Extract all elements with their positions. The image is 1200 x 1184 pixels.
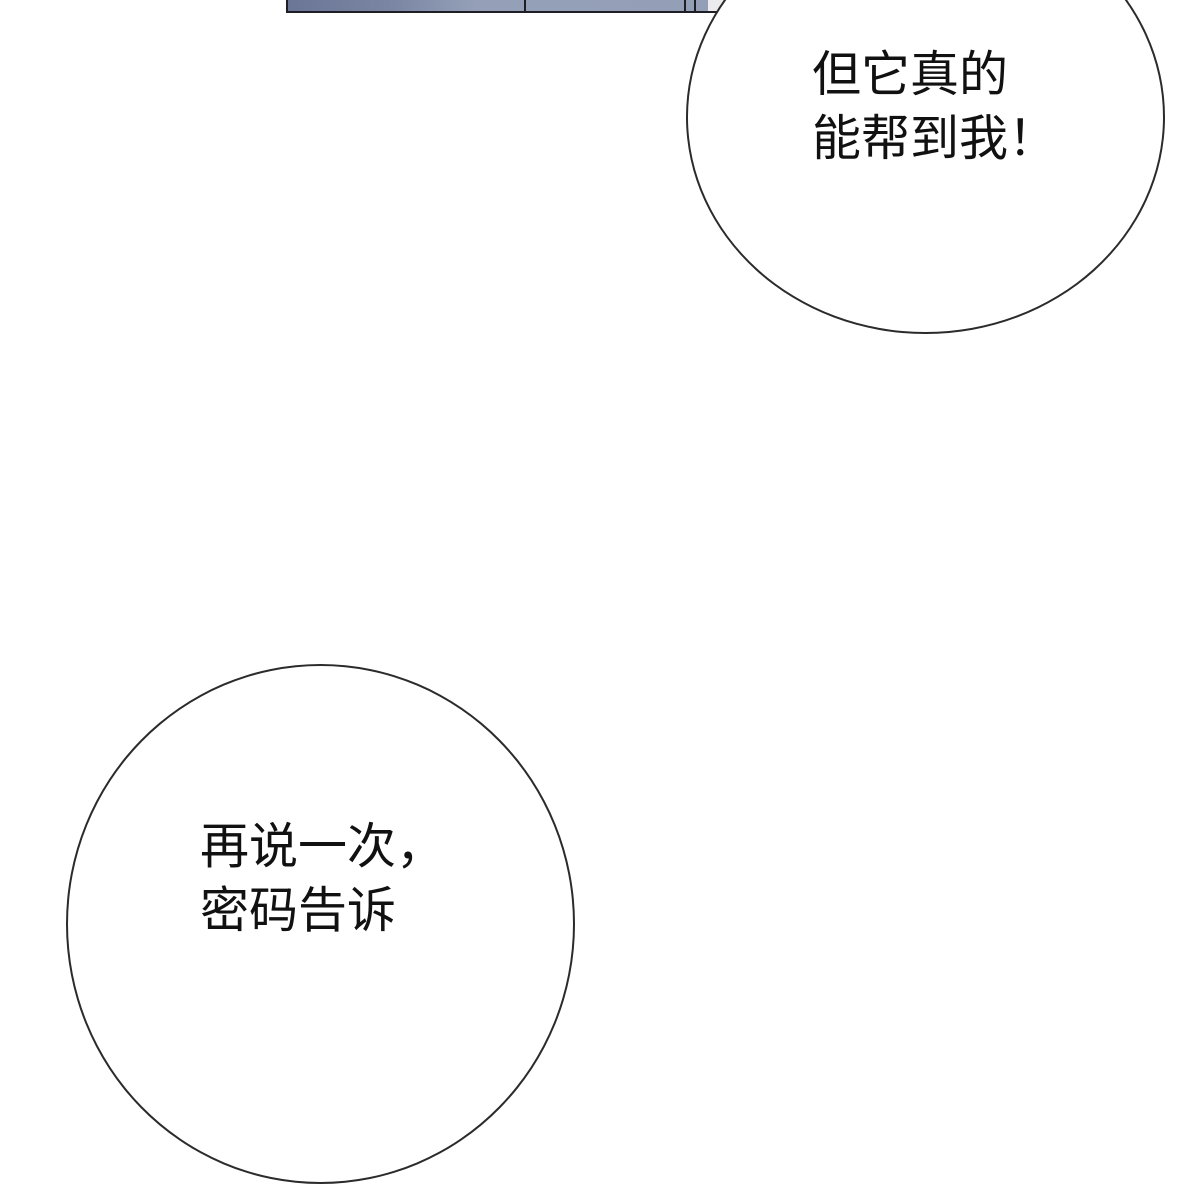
bubble-2-line-1: 再说一次， bbox=[200, 818, 446, 875]
panel-line bbox=[684, 0, 686, 11]
panel-shaded-area bbox=[288, 0, 708, 11]
panel-line bbox=[694, 0, 696, 11]
speech-bubble-1 bbox=[686, 0, 1165, 334]
bubble-2-text: 再说一次， 密码告诉 bbox=[200, 815, 445, 943]
bubble-1-text: 但它真的 能帮到我！ bbox=[812, 43, 1057, 171]
panel-line bbox=[524, 0, 526, 11]
bubble-1-line-2: 能帮到我！ bbox=[812, 110, 1058, 167]
bubble-2-line-2: 密码告诉 bbox=[200, 882, 397, 939]
bubble-1-line-1: 但它真的 bbox=[812, 46, 1009, 103]
